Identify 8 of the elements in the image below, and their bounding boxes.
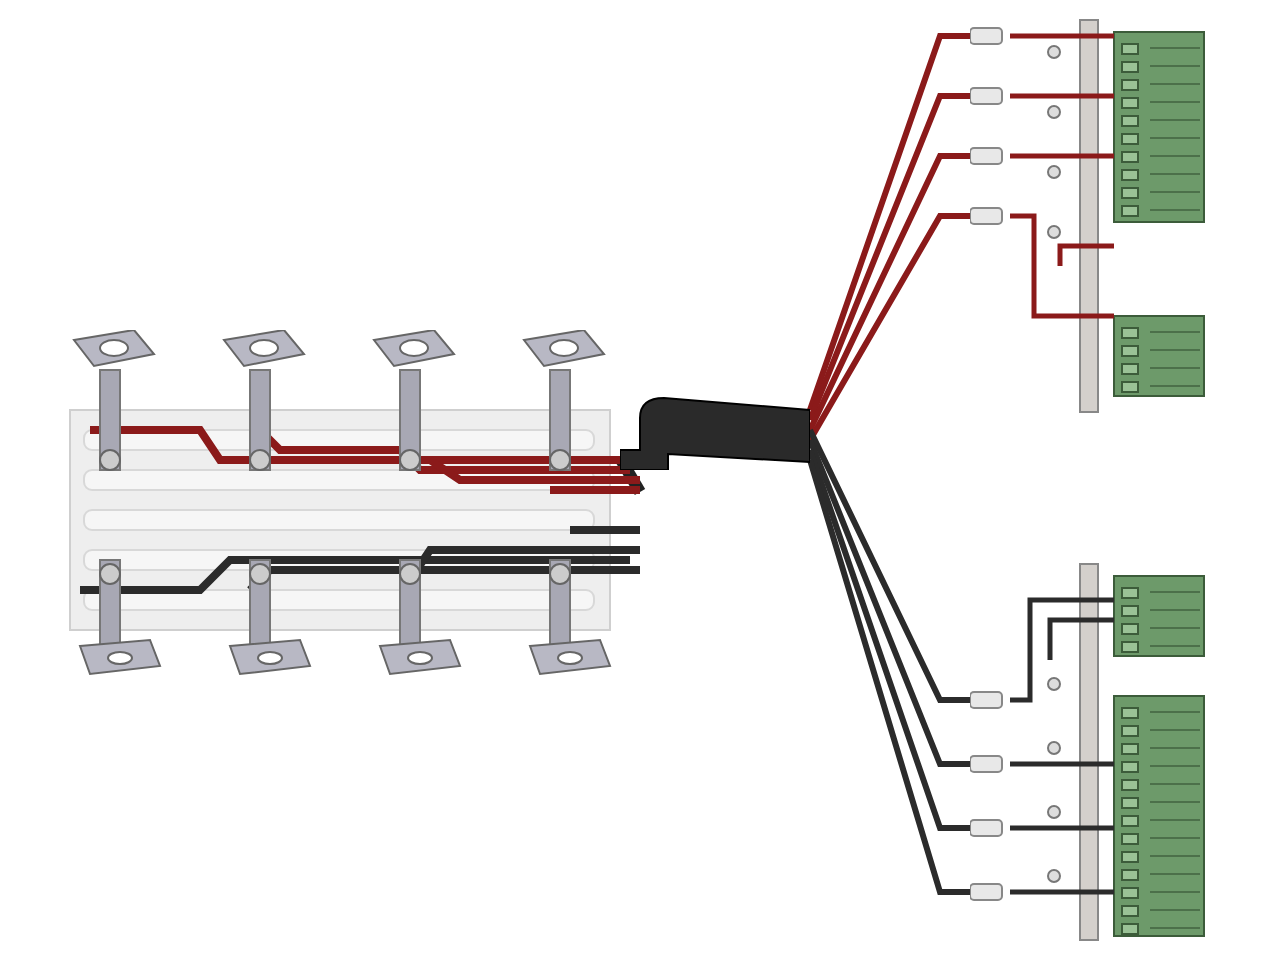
wire [807, 428, 970, 703]
wire [807, 213, 970, 442]
wire [807, 93, 970, 422]
wire [807, 438, 970, 767]
wire [807, 33, 970, 411]
wire [807, 153, 970, 432]
wire [807, 449, 970, 831]
wire [807, 459, 970, 895]
